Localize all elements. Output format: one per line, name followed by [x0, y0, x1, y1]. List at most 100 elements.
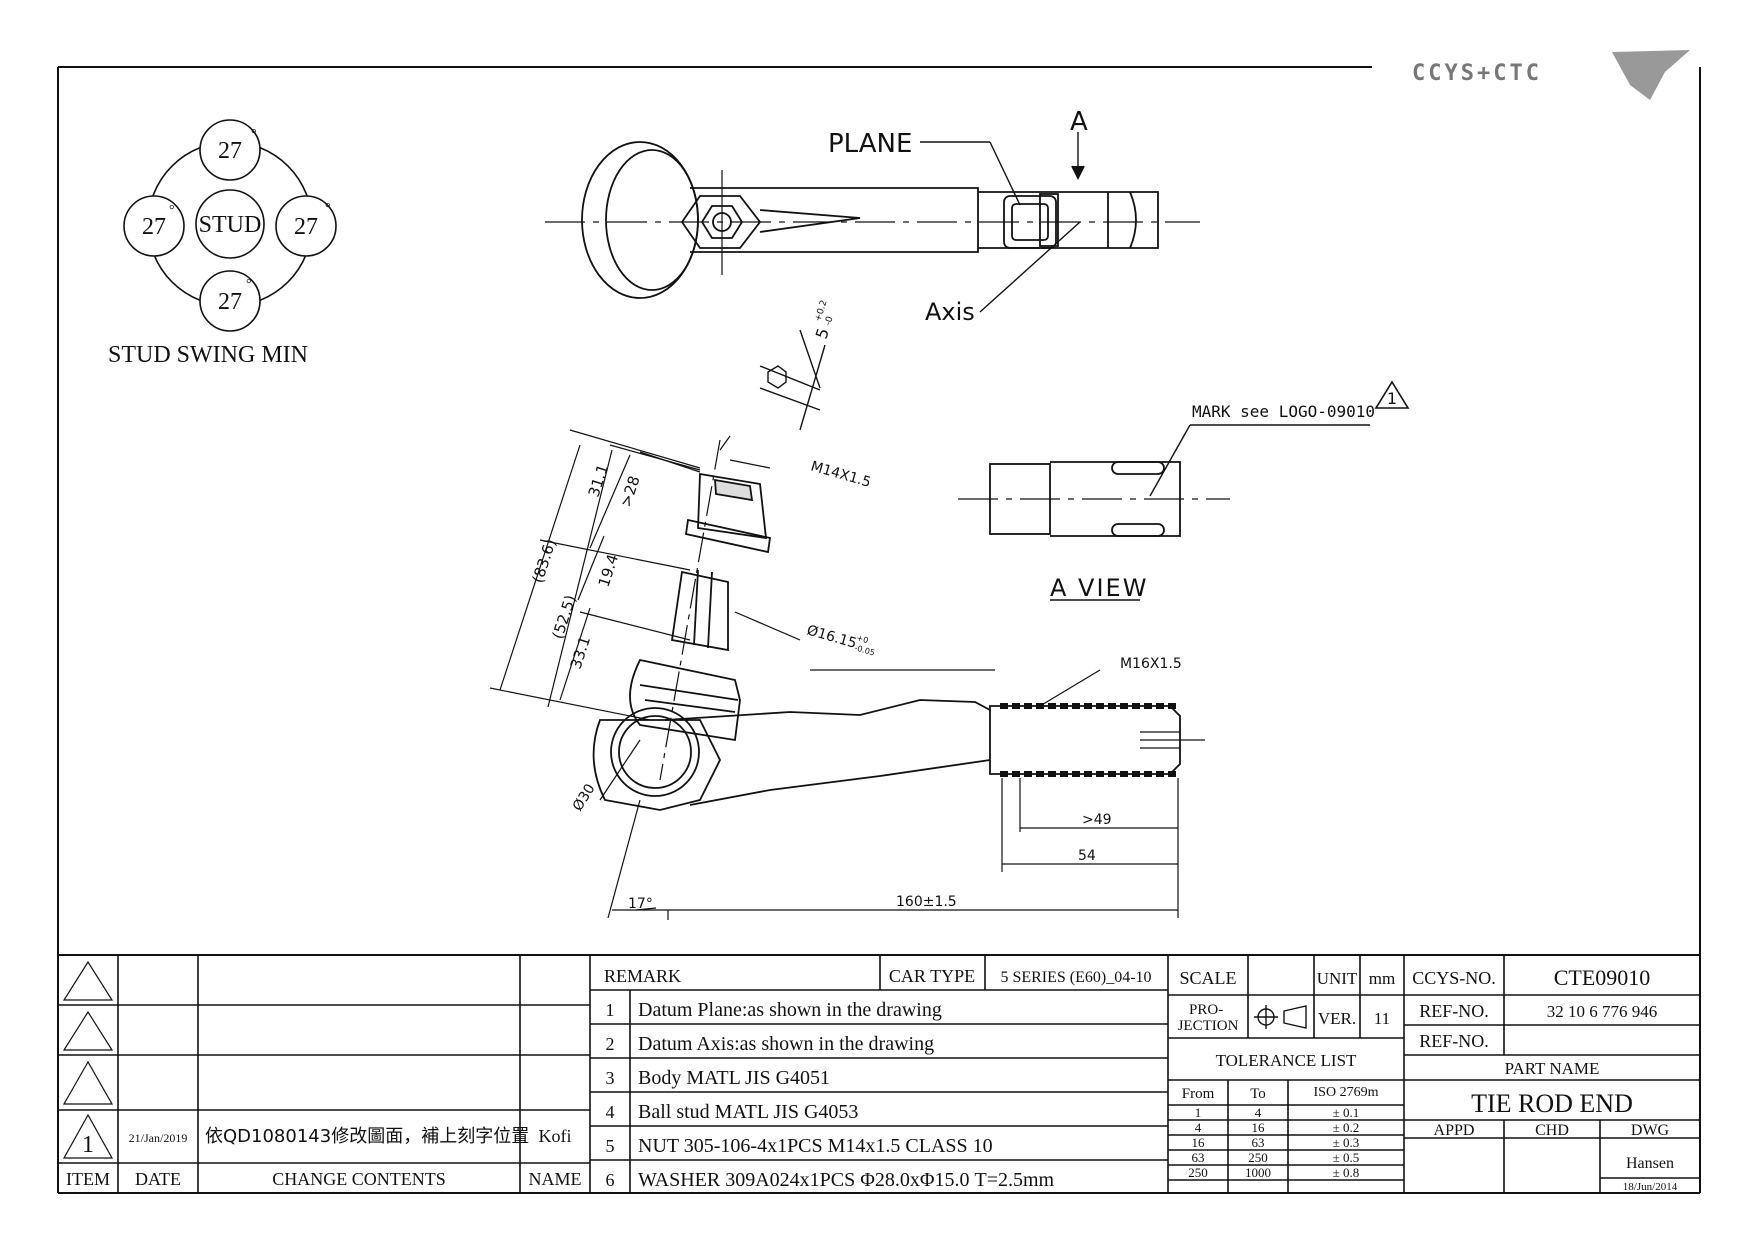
tolerance-title: TOLERANCE LIST	[1216, 1051, 1357, 1070]
ver-label: VER.	[1318, 1009, 1356, 1028]
dwg-label: DWG	[1631, 1122, 1670, 1139]
thread-depth-dim: >49	[1082, 812, 1112, 828]
part-name: TIE ROD END	[1471, 1089, 1633, 1118]
swing-center-label: STUD	[199, 212, 262, 238]
tolerance-cell: 4	[1195, 1120, 1202, 1135]
ccys-value: CTE09010	[1554, 965, 1651, 990]
tolerance-header-to: To	[1250, 1086, 1266, 1102]
swing-angle-top: 27	[218, 138, 242, 164]
ref2-label: REF-NO.	[1419, 1031, 1489, 1051]
rod-length-dim: 54	[1078, 848, 1096, 864]
projection-label-line1: PRO-	[1189, 1002, 1223, 1018]
remark-no-1: 1	[606, 1000, 615, 1020]
ref1-value: 32 10 6 776 946	[1547, 1002, 1658, 1021]
ref1-label: REF-NO.	[1419, 1001, 1489, 1021]
remark-no-3: 3	[606, 1068, 615, 1088]
company-logo: CCYS+CTC	[1412, 50, 1690, 100]
plane-label: PLANE	[828, 129, 912, 159]
tolerance-cell: ± 0.3	[1333, 1135, 1360, 1150]
hex-dim-tol-lower: -0	[823, 315, 835, 327]
sheet-border	[57, 66, 1701, 1194]
taper-tol-lower: -0.05	[853, 643, 875, 657]
swing-degree-bottom: °	[246, 277, 252, 292]
remark-text-6: WASHER 309A024x1PCS Φ28.0xΦ15.0 T=2.5mm	[638, 1169, 1055, 1191]
angle-dim: 17°	[628, 896, 653, 912]
remark-text-4: Ball stud MATL JIS G4053	[638, 1101, 858, 1123]
part-name-label: PART NAME	[1505, 1059, 1600, 1078]
dim-28: >28	[617, 474, 644, 510]
ver-value: 11	[1374, 1009, 1390, 1028]
dim-33-1: 33.1	[567, 634, 594, 671]
swing-degree-right: °	[325, 201, 331, 216]
swing-degree-left: °	[169, 203, 175, 218]
top-view	[545, 132, 1200, 313]
swing-angle-bottom: 27	[218, 289, 242, 315]
remark-no-5: 5	[606, 1136, 615, 1156]
dwg-date: 18/Jun/2014	[1623, 1181, 1678, 1193]
remark-text-5: NUT 305-106-4x1PCS M14x1.5 CLASS 10	[638, 1135, 993, 1157]
stud-swing-diagram	[123, 119, 337, 332]
stud-swing-caption: STUD SWING MIN	[108, 342, 308, 368]
unit-value: mm	[1369, 969, 1395, 988]
taper-tol-upper: +0	[855, 633, 869, 645]
car-type-label: CAR TYPE	[889, 966, 975, 986]
dwg-name: Hansen	[1626, 1155, 1674, 1172]
remark-text-1: Datum Plane:as shown in the drawing	[638, 999, 942, 1021]
logo-text: CCYS+CTC	[1412, 61, 1542, 86]
car-type-value: 5 SERIES (E60)_04-10	[1000, 969, 1151, 986]
tolerance-cell: 1000	[1245, 1165, 1271, 1180]
hex-dim: 5	[812, 326, 833, 342]
tolerance-cell: 63	[1252, 1135, 1265, 1150]
tolerance-header-from: From	[1182, 1086, 1215, 1102]
a-view	[958, 380, 1410, 601]
taper-dim: Ø16.15	[805, 622, 859, 651]
projection-label-line2: JECTION	[1178, 1018, 1239, 1034]
tolerance-cell: ± 0.8	[1333, 1165, 1360, 1180]
thread-stud-label: M14X1.5	[809, 458, 873, 490]
tolerance-cell: 250	[1248, 1150, 1268, 1165]
title-block-grid	[58, 955, 1700, 1193]
swing-angle-left: 27	[142, 214, 166, 240]
dim-31-1: 31.1	[585, 462, 612, 499]
appd-label: APPD	[1434, 1122, 1475, 1139]
tolerance-rows: 1 4 ± 0.1 4 16 ± 0.2 16 63 ± 0.3 63 250 …	[1188, 1105, 1359, 1180]
revision-row-date: 21/Jan/2019	[129, 1131, 188, 1145]
axis-label: Axis	[925, 298, 975, 326]
ccys-label: CCYS-NO.	[1412, 968, 1496, 988]
section-marker-a: A	[1070, 107, 1088, 137]
tolerance-cell: 16	[1252, 1120, 1266, 1135]
remark-no-4: 4	[606, 1102, 615, 1122]
tolerance-cell: 16	[1192, 1135, 1206, 1150]
logo-swoosh-icon	[1612, 50, 1690, 100]
remark-no-2: 2	[606, 1034, 615, 1054]
tolerance-cell: 250	[1188, 1165, 1208, 1180]
mark-note: MARK see LOGO-09010	[1192, 402, 1375, 421]
tolerance-cell: ± 0.5	[1333, 1150, 1360, 1165]
hex-detail	[759, 329, 826, 431]
revision-row-item: 1	[82, 1132, 94, 1158]
remark-title: REMARK	[604, 966, 681, 986]
a-view-caption: A VIEW	[1050, 574, 1148, 602]
revision-row-name: Kofi	[539, 1126, 572, 1146]
unit-label: UNIT	[1317, 969, 1358, 988]
tolerance-cell: ± 0.2	[1333, 1120, 1360, 1135]
ball-dim: Ø30	[570, 781, 599, 814]
revision-row-contents: 依QD1080143修改圖面，補上刻字位置	[205, 1126, 529, 1147]
remark-no-6: 6	[606, 1170, 615, 1190]
projection-label: PRO- JECTION	[1178, 1002, 1239, 1034]
scale-label: SCALE	[1179, 968, 1236, 988]
dim-52-5: (52.5)	[549, 593, 580, 641]
dim-83-6: (83.6)	[529, 537, 560, 585]
header-item: ITEM	[66, 1169, 110, 1189]
tolerance-header-iso: ISO 2769m	[1314, 1085, 1379, 1100]
chd-label: CHD	[1535, 1122, 1569, 1139]
remark-text-2: Datum Axis:as shown in the drawing	[638, 1033, 934, 1055]
header-name: NAME	[529, 1169, 582, 1189]
dim-19-4: 19.4	[595, 552, 622, 589]
header-contents: CHANGE CONTENTS	[272, 1169, 446, 1189]
tolerance-cell: 4	[1255, 1105, 1262, 1120]
remark-text-3: Body MATL JIS G4051	[638, 1067, 830, 1089]
tolerance-cell: 63	[1192, 1150, 1205, 1165]
header-date: DATE	[135, 1169, 181, 1189]
